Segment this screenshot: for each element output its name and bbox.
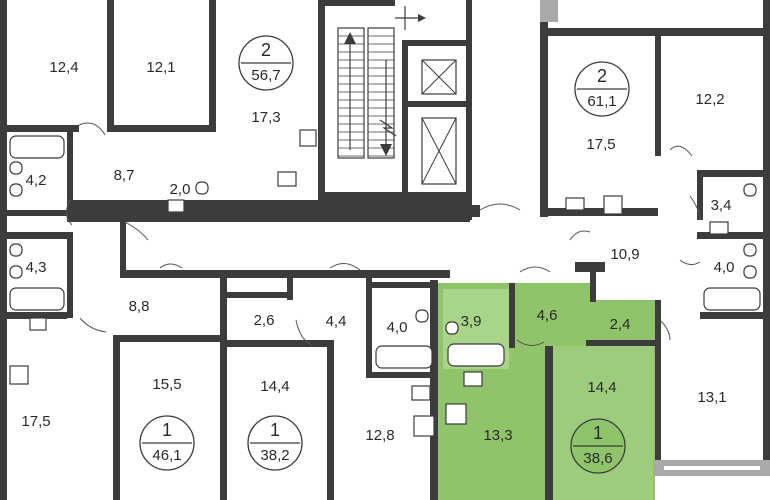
apartment-rooms: 1 [270, 420, 280, 440]
room-area: 8,8 [129, 298, 150, 315]
apartment-marker-highlighted[interactable]: 1 38,6 [570, 418, 626, 474]
room-area: 14,4 [260, 378, 289, 395]
stove-icon [445, 403, 467, 425]
room-area: 12,1 [146, 59, 175, 76]
room-area: 4,0 [387, 319, 408, 336]
stove-icon [413, 415, 435, 437]
apartment-area: 46,1 [152, 447, 181, 464]
toilet-icon [9, 161, 23, 175]
room-area: 8,7 [114, 167, 135, 184]
room-area: 3,9 [461, 313, 482, 330]
room-area: 2,6 [254, 312, 275, 329]
room-area: 12,8 [365, 427, 394, 444]
sink-icon [565, 197, 585, 211]
toilet-icon [9, 243, 23, 257]
bathtub-icon [447, 343, 505, 367]
sink-icon [411, 385, 431, 401]
room-area: 14,4 [587, 379, 616, 396]
toilet-icon [445, 321, 459, 335]
sink-icon [277, 171, 297, 187]
apartment-rooms: 1 [593, 423, 603, 443]
room-area: 12,2 [695, 91, 724, 108]
apartment-rooms: 2 [261, 40, 271, 60]
room-area: 2,0 [170, 181, 191, 198]
apartment-area: 38,2 [260, 447, 289, 464]
stove-icon [603, 195, 623, 215]
bathtub-icon [703, 287, 761, 311]
fixtures [9, 129, 761, 437]
stair-arrow-up-icon [344, 32, 356, 44]
room-area: 13,3 [483, 427, 512, 444]
room-area: 3,4 [711, 197, 732, 214]
sink-icon [29, 317, 47, 331]
room-area: 17,3 [251, 109, 280, 126]
room-area: 17,5 [21, 413, 50, 430]
sink-icon [167, 199, 185, 213]
bathtub-icon [9, 135, 65, 159]
toilet-icon [743, 265, 757, 279]
room-area: 4,2 [26, 172, 47, 189]
room-area: 4,4 [326, 313, 347, 330]
apartment-area: 61,1 [587, 93, 616, 110]
room-area: 2,4 [610, 316, 631, 333]
apartment-marker[interactable]: 2 56,7 [238, 35, 294, 91]
room-area: 17,5 [586, 136, 615, 153]
sink-icon [463, 371, 483, 387]
apartment-rooms: 2 [597, 66, 607, 86]
room-labels: 12,4 12,1 17,3 4,2 8,7 2,0 17,5 12,2 3,4… [21, 59, 734, 444]
room-area: 4,3 [26, 259, 47, 276]
windows [540, 0, 770, 476]
elevators [421, 59, 457, 185]
toilet-icon [9, 265, 23, 279]
room-area: 10,9 [610, 246, 639, 263]
room-area: 4,6 [537, 307, 558, 324]
apartment-area: 56,7 [251, 67, 280, 84]
bathtub-icon [9, 287, 65, 311]
room-area: 4,0 [714, 259, 735, 276]
stair-arrow-down-icon [380, 144, 392, 156]
stove-icon [9, 365, 29, 385]
room-area: 15,5 [152, 376, 181, 393]
sink-icon [709, 221, 729, 235]
stove-icon [299, 129, 317, 147]
apartment-markers: 2 56,7 2 61,1 1 46,1 1 38,2 1 38,6 [139, 35, 630, 474]
staircase [337, 27, 397, 159]
toilet-icon [743, 243, 757, 257]
bathtub-icon [375, 345, 433, 369]
room-area: 12,4 [49, 59, 78, 76]
toilet-icon [195, 181, 209, 195]
toilet-icon [415, 309, 429, 323]
toilet-icon [9, 183, 23, 197]
doors [66, 122, 701, 346]
entrance-arrow-icon [395, 6, 426, 30]
apartment-rooms: 1 [162, 420, 172, 440]
apartment-marker[interactable]: 1 46,1 [139, 415, 195, 471]
room-area: 13,1 [697, 389, 726, 406]
toilet-icon [743, 183, 757, 197]
apartment-marker[interactable]: 2 61,1 [574, 61, 630, 117]
apartment-marker[interactable]: 1 38,2 [247, 415, 303, 471]
apartment-area: 38,6 [583, 450, 612, 467]
